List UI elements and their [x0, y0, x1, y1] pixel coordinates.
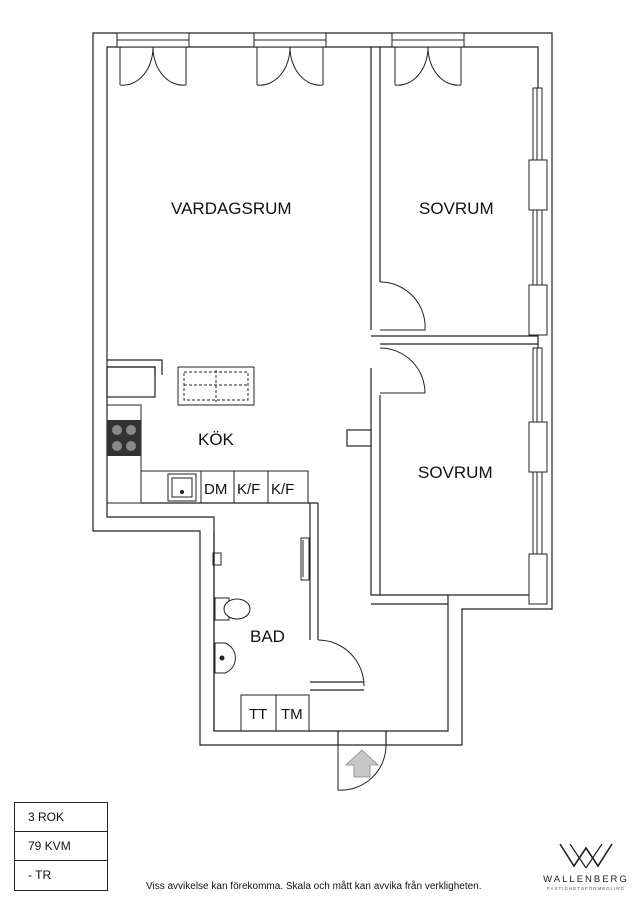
room-label-living: VARDAGSRUM: [171, 199, 292, 218]
fixture-label-dishwasher: DM: [204, 481, 227, 498]
fixture-label-dryer: TT: [249, 706, 267, 723]
laundry-units: [240, 694, 310, 732]
toilet-icon: [214, 597, 251, 621]
room-label-bedroom-2: SOVRUM: [418, 463, 493, 482]
floor-plan: VARDAGSRUM SOVRUM SOVRUM KÖK BAD DM K/F …: [92, 32, 553, 791]
window-top-2: [253, 32, 327, 48]
info-area: 79 KVM: [15, 832, 107, 861]
fixture-label-fridge-freezer-2: K/F: [271, 481, 294, 498]
window-top-1: [116, 32, 190, 48]
outer-walls: [92, 32, 553, 746]
shower-icon: [212, 537, 310, 581]
apartment-info-box: 3 ROK 79 KVM - TR: [14, 802, 108, 891]
stove-icon: [107, 420, 141, 456]
bathroom-sink-icon: [214, 642, 236, 674]
kitchen-counter: [106, 366, 309, 504]
window-top-3: [391, 32, 465, 48]
fixture-label-washer: TM: [281, 706, 303, 723]
door-swings: [317, 281, 426, 791]
brand-logo: WALLENBERG FASTIGHETSFÖRMEDLING: [538, 842, 634, 891]
wallenberg-logo-icon: [559, 843, 613, 870]
window-swings: [119, 46, 462, 86]
info-floor: - TR: [28, 868, 52, 882]
kitchen-sink-icon: [167, 473, 197, 502]
inner-walls: [106, 47, 538, 745]
entrance-arrow-icon: [344, 749, 380, 778]
fixture-label-fridge-freezer-1: K/F: [237, 481, 260, 498]
room-label-bathroom: BAD: [250, 627, 285, 646]
info-rooms: 3 ROK: [15, 803, 107, 832]
brand-name: WALLENBERG: [543, 874, 629, 885]
window-right: [528, 87, 548, 605]
room-label-kitchen: KÖK: [198, 430, 235, 449]
brand-tagline: FASTIGHETSFÖRMEDLING: [546, 886, 625, 891]
disclaimer-text: Viss avvikelse kan förekomma. Skala och …: [146, 881, 482, 892]
room-label-bedroom-1: SOVRUM: [419, 199, 494, 218]
